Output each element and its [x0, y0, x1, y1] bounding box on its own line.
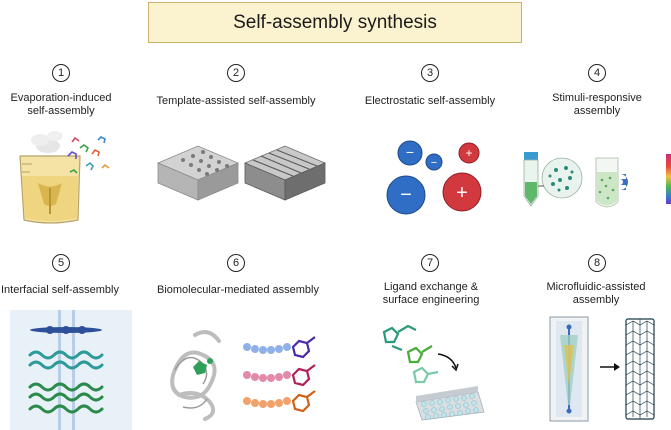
step-number-5: 5: [52, 254, 70, 272]
orange-chain: [243, 397, 291, 408]
panel-label-4-line1: Stimuli-responsive: [552, 92, 642, 104]
panel-label-8-line1: Microfluidic-assisted: [546, 281, 646, 293]
interfacial-assembly-illustration: [10, 310, 132, 430]
panel-label-1: Evaporation-induced self-assembly: [0, 92, 122, 118]
step-number-1: 1: [52, 64, 70, 82]
biomolecular-assembly-illustration: [170, 330, 316, 421]
step-number-2: 2: [227, 64, 245, 82]
electrostatic-charges-illustration: − − + − +: [386, 140, 482, 215]
pink-chain: [243, 371, 291, 382]
evaporation-beaker-illustration: [19, 131, 110, 224]
panel-label-3: Electrostatic self-assembly: [364, 95, 496, 107]
panel-label-5: Interfacial self-assembly: [1, 284, 119, 296]
template-scaffold-illustration: [156, 145, 327, 201]
panel-label-4: Stimuli-responsive assembly: [540, 92, 654, 118]
step-number-4: 4: [588, 64, 606, 82]
panel-label-1-line1: Evaporation-induced: [10, 92, 112, 104]
step-number-7: 7: [421, 254, 439, 272]
blue-chain: [243, 343, 291, 354]
plus-charge-label-2: +: [456, 182, 468, 204]
minus-charge-label-3: −: [400, 184, 412, 206]
microfluidic-illustration: [549, 316, 655, 422]
diagram-title: Self-assembly synthesis: [148, 2, 522, 43]
panel-label-7: Ligand exchange & surface engineering: [366, 281, 496, 307]
step-number-8: 8: [588, 254, 606, 272]
panel-label-7-line2: surface engineering: [382, 294, 480, 306]
panel-label-6: Biomolecular-mediated assembly: [156, 284, 319, 296]
minus-charge-label-1: −: [406, 144, 414, 160]
panel-label-2: Template-assisted self-assembly: [156, 95, 316, 107]
panel-label-7-line1: Ligand exchange &: [383, 281, 479, 293]
stimuli-responsive-illustration: [523, 152, 671, 208]
panel-label-8-line2: assembly: [572, 294, 620, 306]
panel-label-4-line2: assembly: [573, 105, 621, 117]
plus-charge-label-1: +: [465, 146, 472, 160]
panel-label-1-line2: self-assembly: [27, 105, 95, 117]
ligand-exchange-illustration: [382, 324, 485, 421]
panel-label-8: Microfluidic-assisted assembly: [540, 281, 652, 307]
step-number-6: 6: [227, 254, 245, 272]
minus-charge-label-2: −: [431, 157, 437, 169]
step-number-3: 3: [421, 64, 439, 82]
